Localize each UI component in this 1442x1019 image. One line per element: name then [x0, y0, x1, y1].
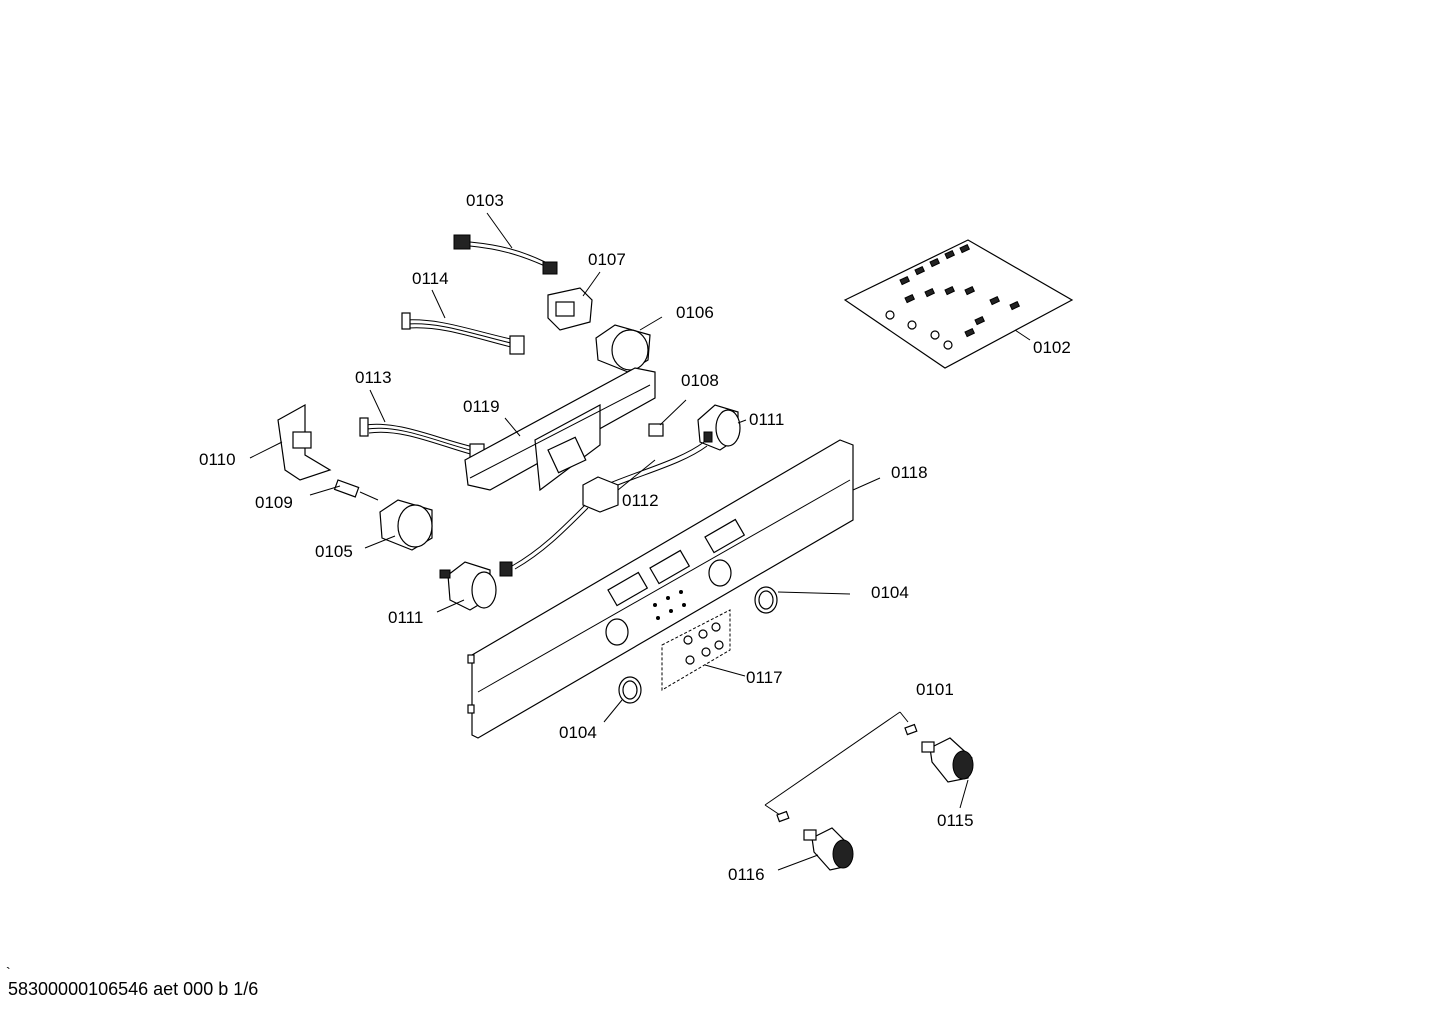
label-0113: 0113	[355, 368, 392, 387]
part-0110-bracket	[249, 403, 332, 481]
part-0111-motor-lower	[436, 561, 497, 613]
part-0119-board-frame	[464, 367, 656, 492]
label-0111-lower: 0111	[388, 608, 423, 627]
part-0118-control-panel	[467, 439, 881, 739]
part-0101-line	[764, 711, 918, 823]
label-0110: 0110	[199, 450, 236, 469]
part-0115-knob	[921, 737, 974, 809]
part-0103-cable	[453, 212, 558, 275]
label-0105: 0105	[315, 542, 353, 561]
label-0101: 0101	[916, 680, 954, 699]
label-0115: 0115	[937, 811, 974, 830]
label-0108: 0108	[681, 371, 719, 390]
part-0102-screw-bag	[843, 239, 1074, 369]
label-0112: 0112	[622, 491, 659, 510]
part-0116-knob	[777, 827, 854, 871]
part-0105-encoder	[364, 499, 433, 551]
label-0106: 0106	[676, 303, 714, 322]
part-0114-ribbon-cable	[401, 289, 525, 355]
label-0117: 0117	[746, 668, 783, 687]
part-0108-clip	[648, 399, 687, 437]
label-0104-left: 0104	[559, 723, 597, 742]
part-0117-buttons	[661, 609, 746, 691]
label-0103: 0103	[466, 191, 504, 210]
label-0119: 0119	[463, 397, 500, 416]
label-0118: 0118	[891, 463, 928, 482]
document-code: 58300000106546 aet 000 b 1/6	[8, 979, 259, 999]
part-0107-switch	[547, 271, 601, 331]
corner-mark: `	[6, 964, 11, 980]
label-0102: 0102	[1033, 338, 1071, 357]
part-0104-ring-left	[603, 676, 642, 723]
label-0109: 0109	[255, 493, 293, 512]
part-0112-cable	[499, 441, 708, 577]
part-0111-motor-upper	[697, 404, 747, 451]
part-0104-ring-right	[754, 586, 851, 614]
part-0109-pin	[309, 479, 379, 501]
label-0111-upper: 0111	[749, 410, 784, 429]
label-0116: 0116	[728, 865, 765, 884]
label-0114: 0114	[412, 269, 449, 288]
part-0106-encoder	[595, 316, 663, 373]
label-0104-right: 0104	[871, 583, 909, 602]
label-0107: 0107	[588, 250, 626, 269]
